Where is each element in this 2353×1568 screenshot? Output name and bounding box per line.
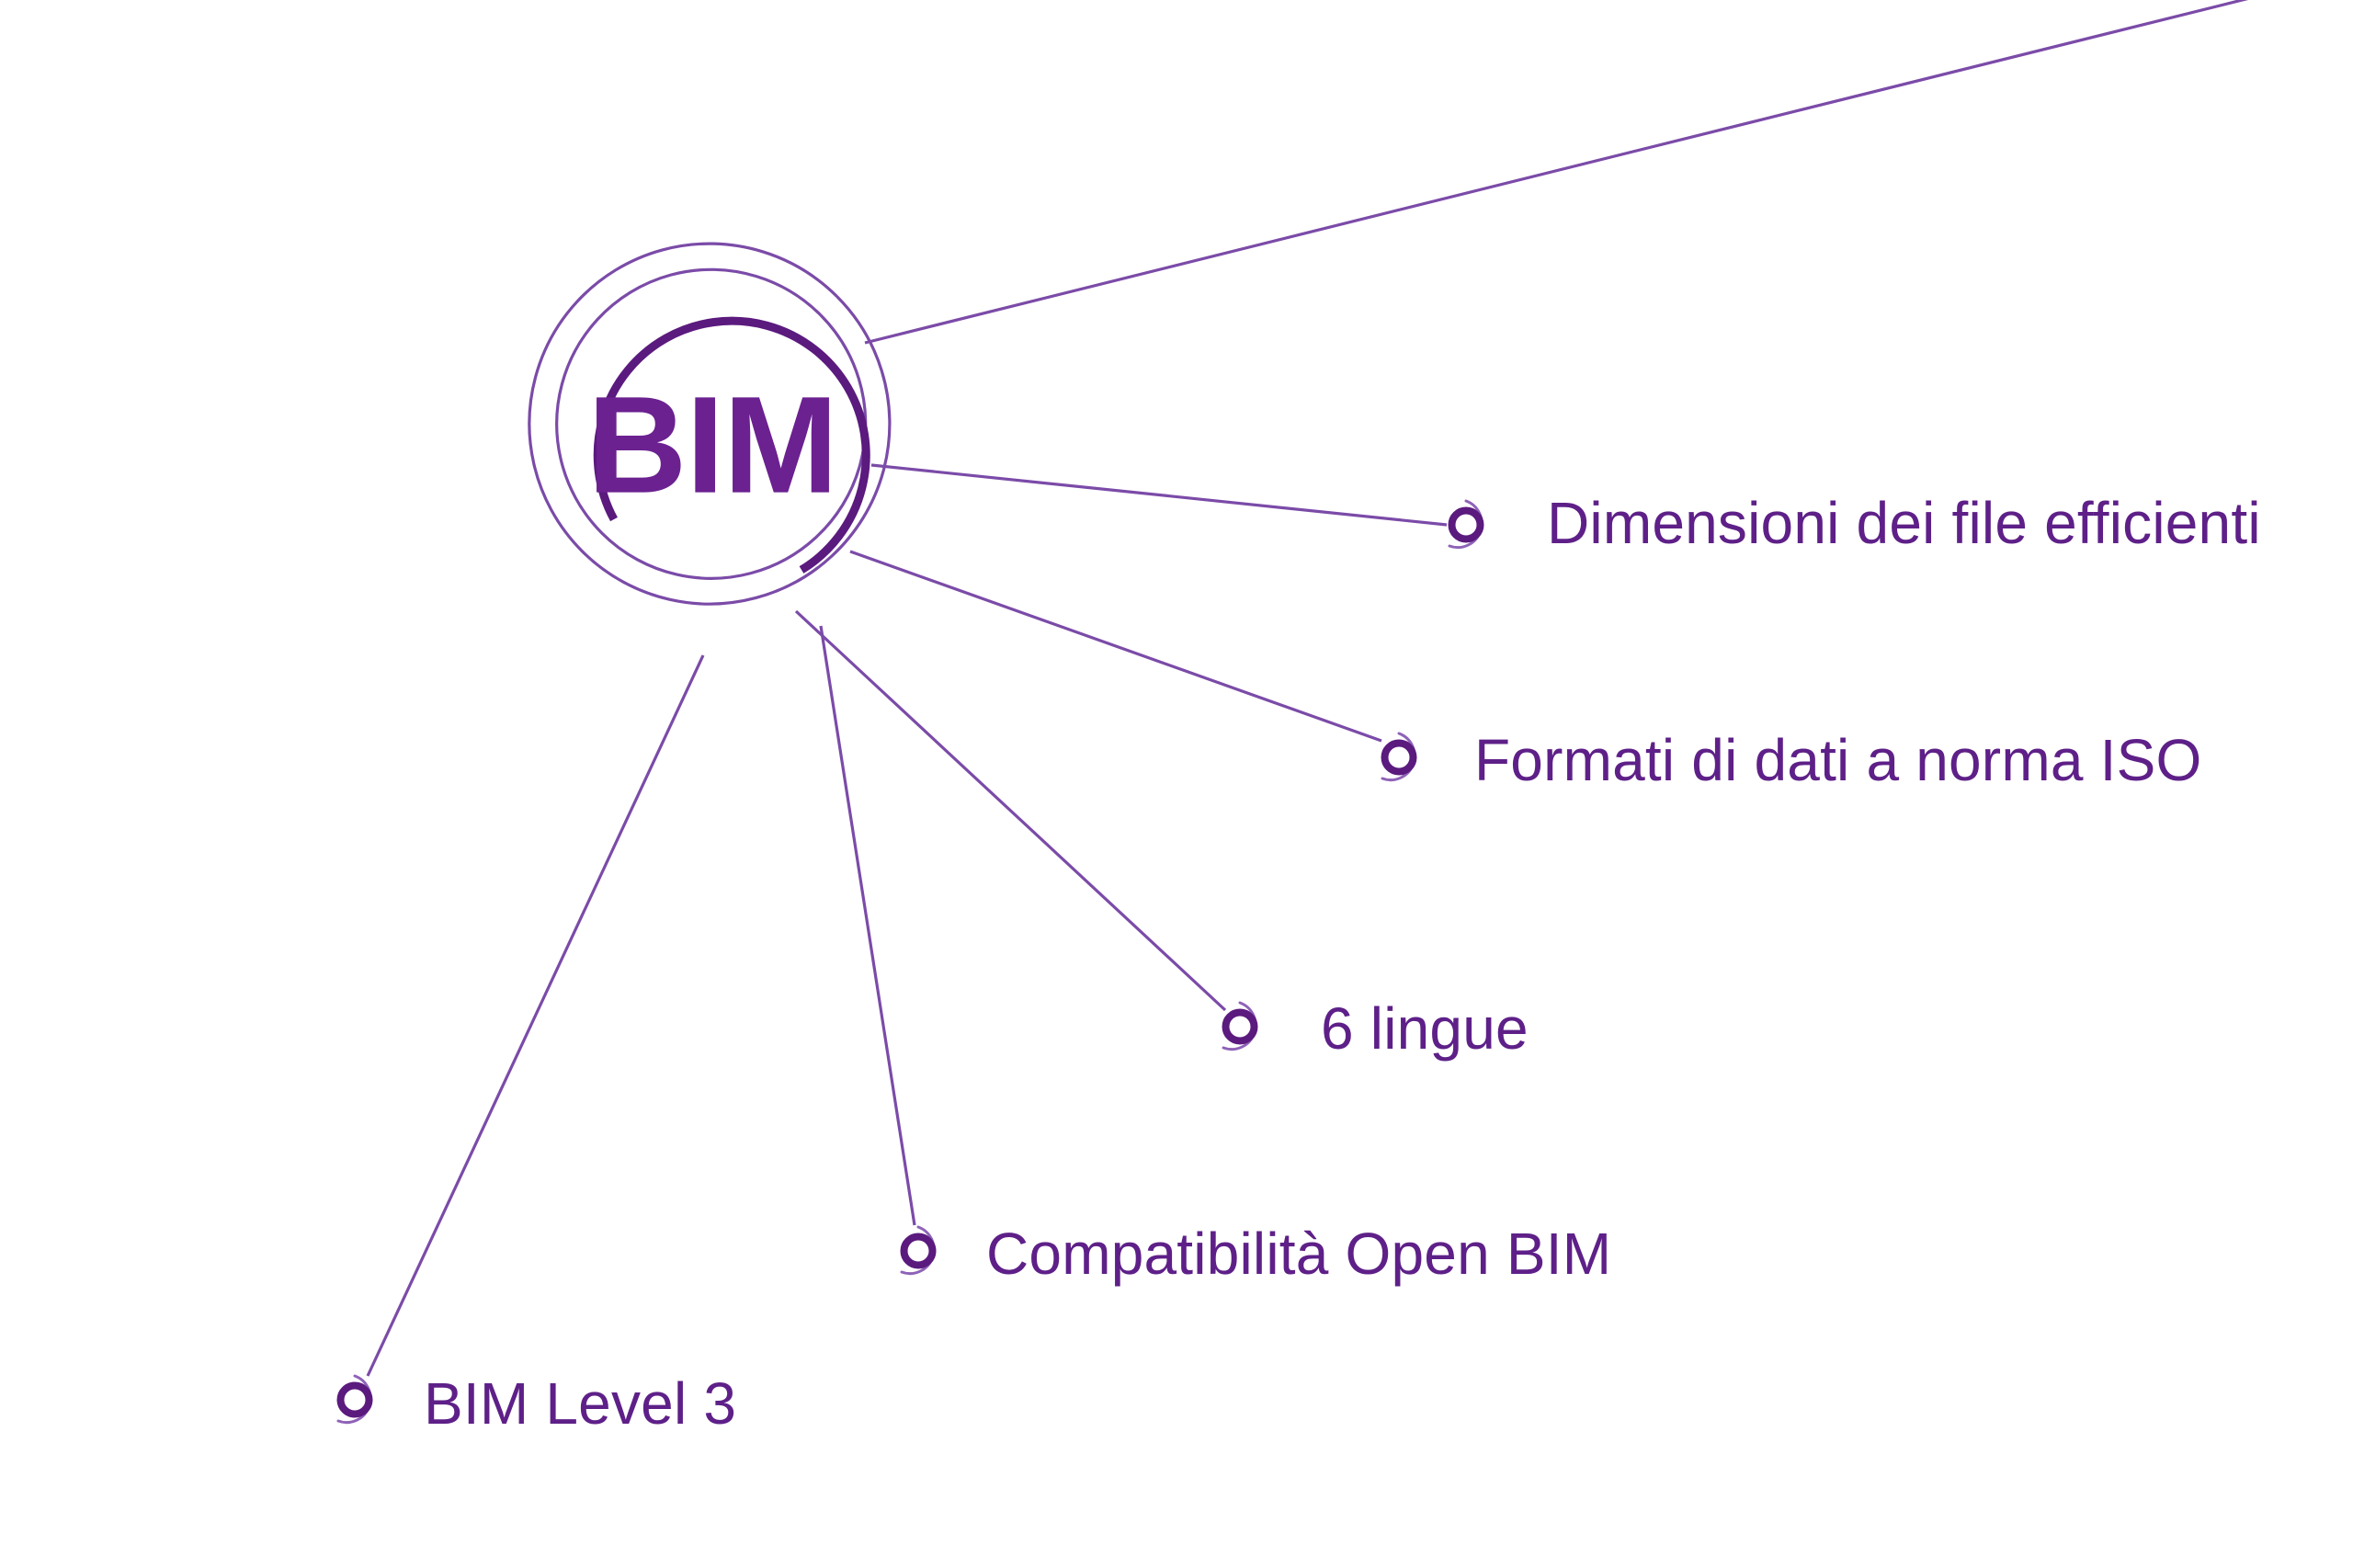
hub-outer-ring [528,242,892,606]
connector-line-formati [849,550,1382,743]
leaf-node-dimensioni[interactable]: Dimensioni dei file efficienti [1448,490,2261,556]
leaf-node-openbim[interactable]: Compatibilità Open BIM [900,1221,1611,1287]
connector-lines [366,0,2249,1377]
marker-ring-formati [1381,739,1417,776]
leaf-label-dimensioni: Dimensioni dei file efficienti [1547,490,2261,556]
leaf-label-lingue: 6 lingue [1321,995,1529,1062]
leaf-label-formati: Formati di dati a norma ISO [1474,727,2201,793]
hub-inner-ring [555,267,868,580]
connector-line-level3 [366,654,705,1377]
marker-ring-openbim [900,1233,937,1269]
connector-line-lingue [794,609,1227,1012]
leaf-label-openbim: Compatibilità Open BIM [986,1221,1611,1287]
marker-ring-lingue [1222,1008,1258,1045]
hub-accent-arc [593,316,870,574]
hub-label: BIM [587,368,837,522]
marker-ring-dimensioni [1448,506,1484,543]
leaf-node-lingue[interactable]: 6 lingue [1222,995,1529,1062]
leaf-node-level3[interactable]: BIM Level 3 [336,1370,736,1437]
leaf-nodes: Dimensioni dei file efficienti Formati d… [336,490,2261,1437]
connector-line-offscreen [864,0,2249,345]
leaf-label-level3: BIM Level 3 [424,1370,736,1437]
connector-line-dimensioni [870,463,1448,527]
hub-node[interactable]: BIM [528,242,892,606]
connector-line-openbim [819,625,916,1226]
marker-ring-level3 [336,1381,373,1418]
leaf-node-formati[interactable]: Formati di dati a norma ISO [1381,727,2201,793]
